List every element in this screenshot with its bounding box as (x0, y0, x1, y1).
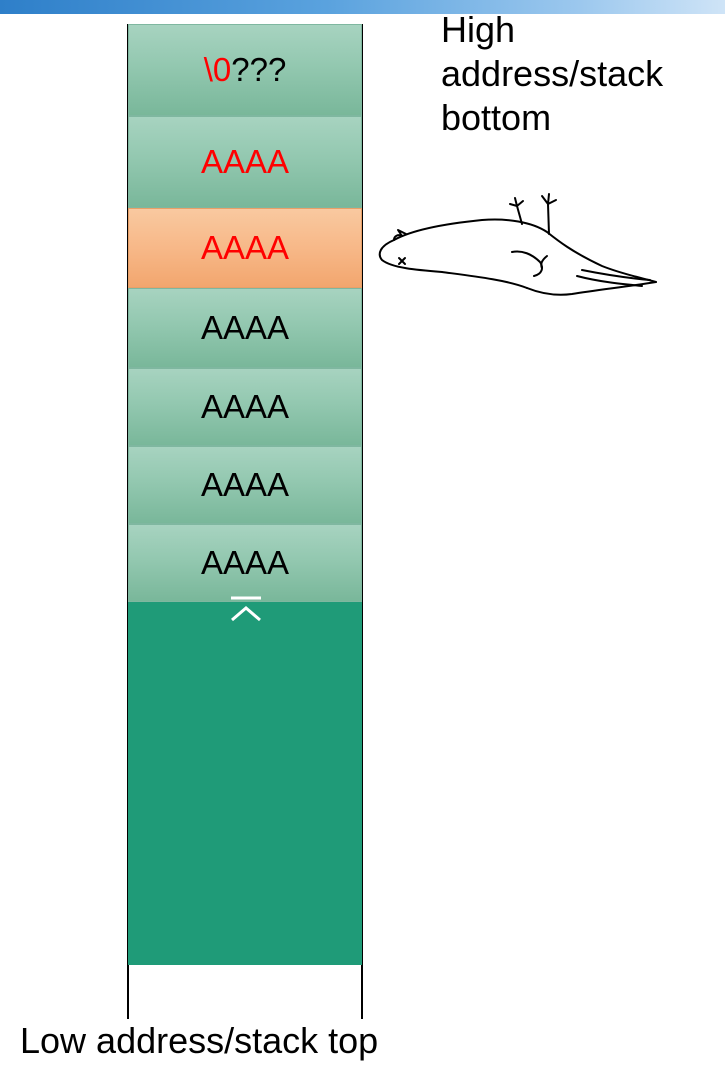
cell-text: AAAA (200, 143, 290, 180)
unknown-bytes: ??? (231, 51, 287, 88)
header-bar (0, 0, 725, 14)
cell-text: AAAA (200, 388, 290, 425)
stack-cell-return-address: AAAA (128, 116, 362, 208)
stack-cell-buffer: AAAA (128, 446, 362, 524)
stack-cell-canary: AAAA (128, 208, 362, 288)
up-caret-icon (231, 596, 261, 622)
unused-stack-space (128, 602, 362, 965)
stack-cell-buffer: AAAA (128, 288, 362, 368)
stack-cell-terminator: \0??? (128, 24, 362, 116)
dead-bird-icon (378, 193, 657, 296)
stack-right-border (361, 24, 363, 1019)
low-address-label: Low address/stack top (20, 1020, 379, 1061)
null-terminator: \0 (203, 51, 232, 88)
cell-text: AAAA (200, 309, 290, 346)
cell-text: AAAA (200, 544, 290, 581)
cell-text: AAAA (200, 229, 290, 266)
stack-cell-buffer: AAAA (128, 368, 362, 446)
cell-text: AAAA (200, 466, 290, 503)
stack-cell-buffer: AAAA (128, 524, 362, 602)
high-address-label: High address/stack bottom (441, 9, 664, 138)
